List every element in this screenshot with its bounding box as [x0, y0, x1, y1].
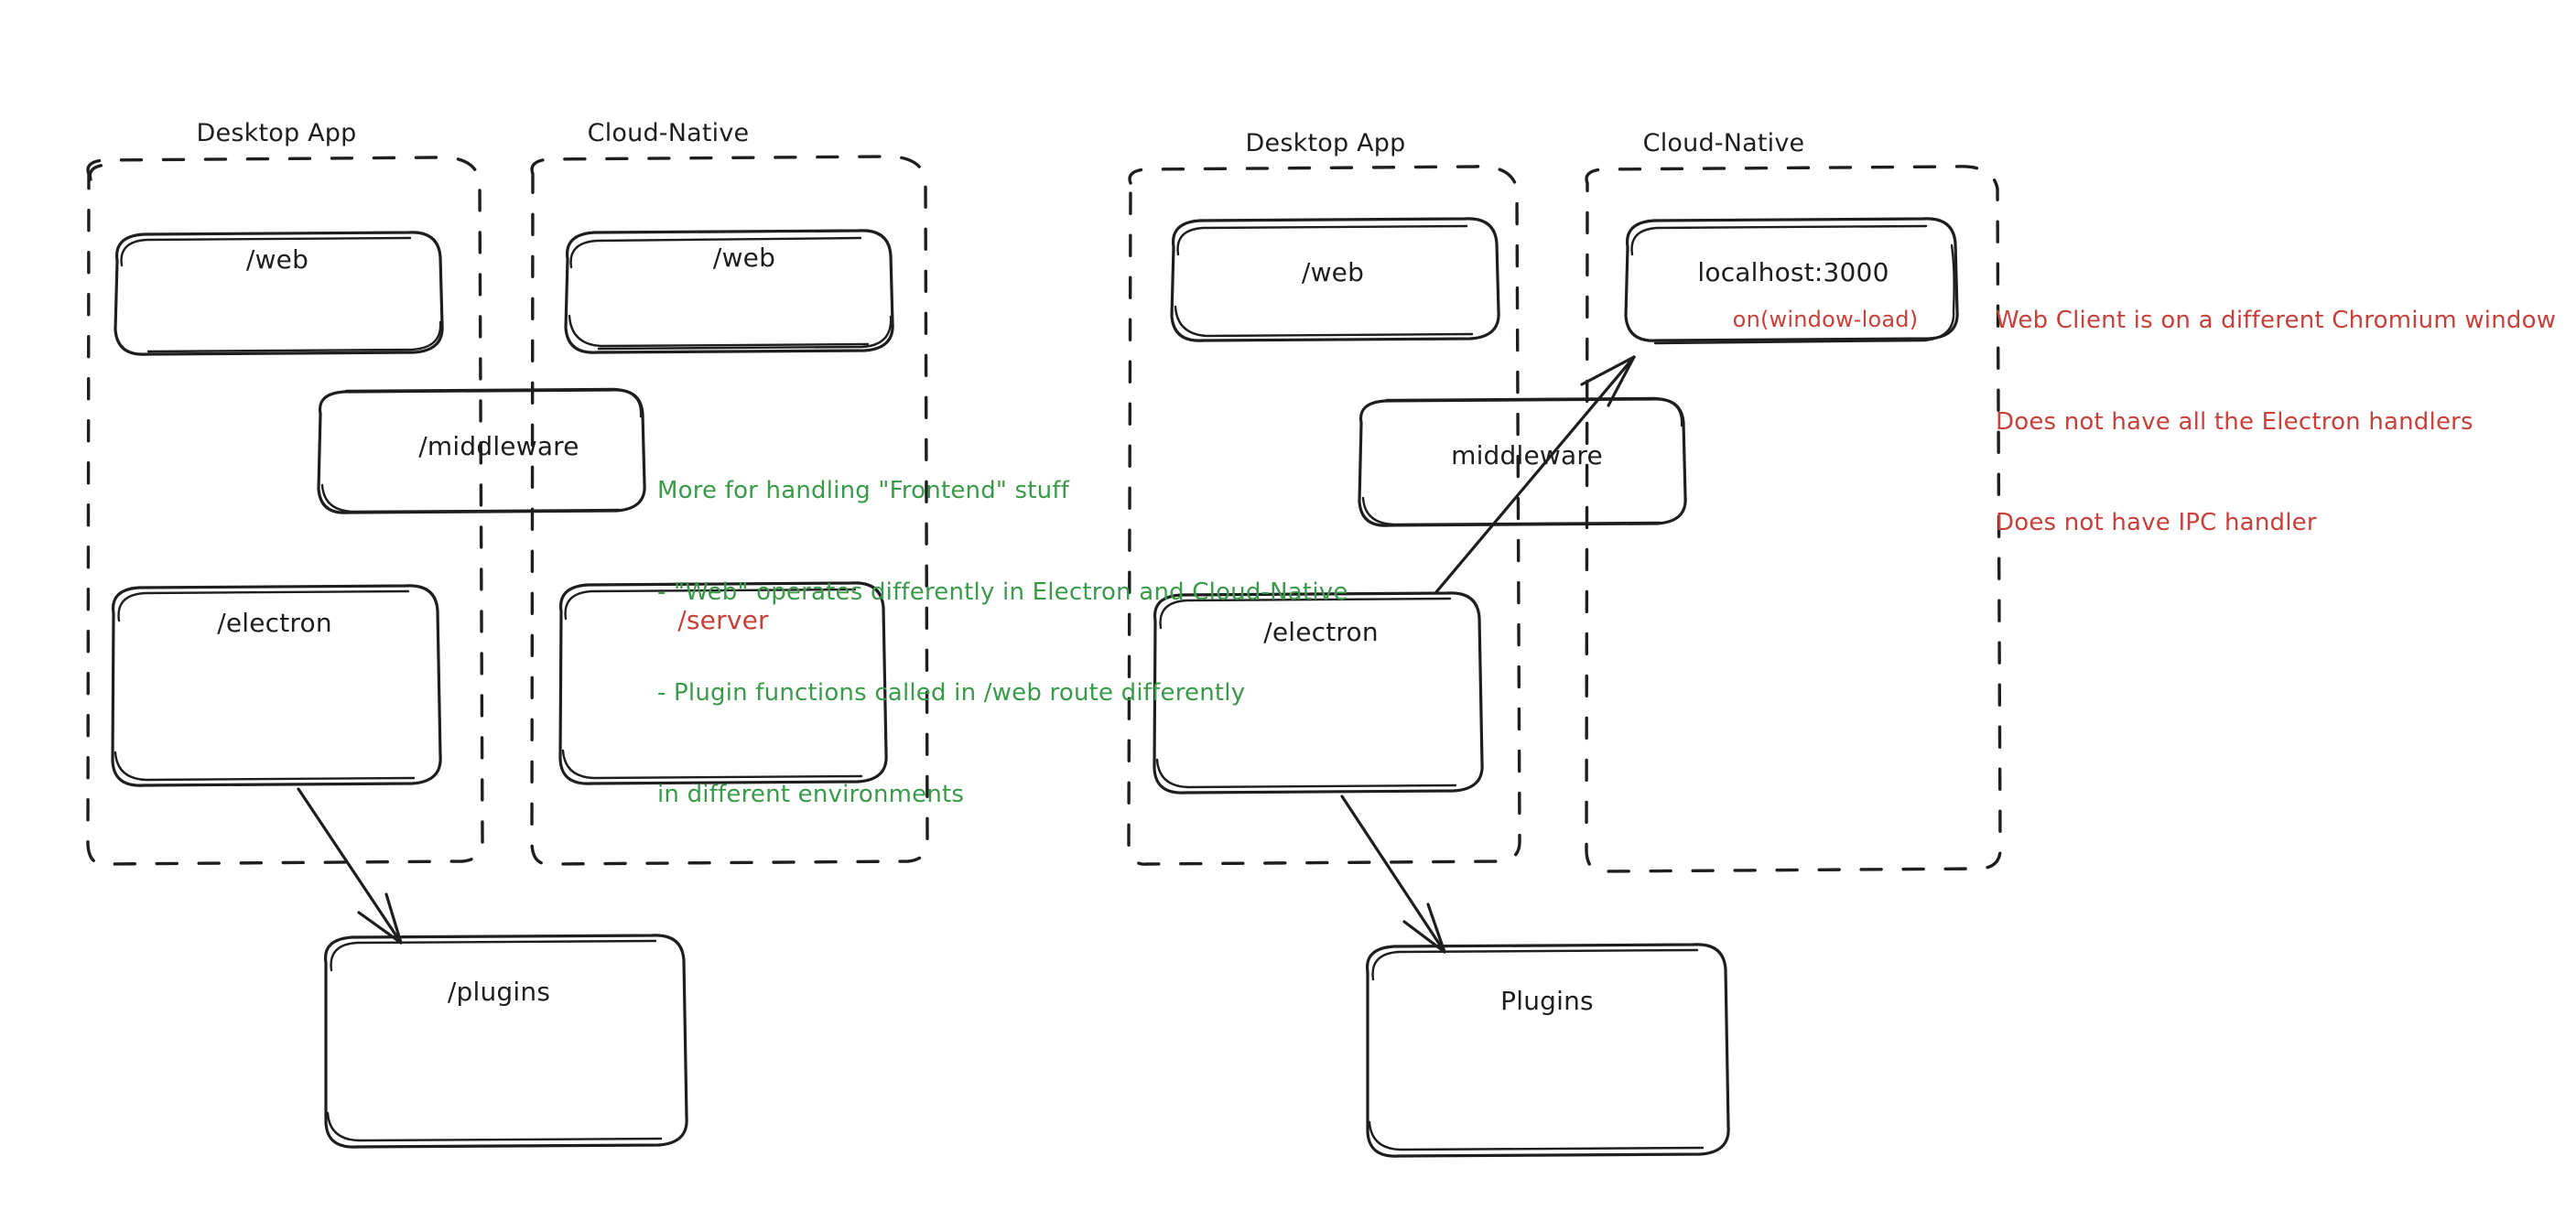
group-title-left-desktop-app: Desktop App: [196, 119, 357, 147]
node-label-right-middleware: middleware: [1451, 440, 1603, 470]
node-label-right-plugins: Plugins: [1500, 986, 1594, 1016]
group-title-right-cloud-native: Cloud-Native: [1642, 129, 1805, 157]
arrow-left-electron-to-plugins: [297, 787, 403, 945]
annotation-left-green-line-4: in different environments: [657, 780, 965, 808]
annotation-right-red-line-3: Does not have IPC handler: [1996, 509, 2317, 537]
node-right-plugins-border: [1365, 943, 1730, 1158]
node-label-right-localhost: localhost:3000: [1697, 257, 1889, 287]
annotation-right-red-line-2: Does not have all the Electron handlers: [1996, 407, 2473, 436]
node-label-left-server: /server: [677, 605, 769, 635]
node-label-left-plugins: /plugins: [447, 977, 551, 1007]
node-sublabel-right-localhost-on-window-load: on(window-load): [1732, 307, 1919, 332]
arrow-right-electron-to-localhost: [1434, 355, 1636, 595]
node-label-right-desktop-web: /web: [1301, 257, 1365, 287]
arrow-right-electron-to-plugins: [1340, 794, 1446, 954]
group-title-left-cloud-native: Cloud-Native: [587, 119, 750, 147]
node-label-left-desktop-web: /web: [245, 244, 309, 275]
annotation-left-green-line-2: - "Web" operates differently in Electron…: [657, 578, 1348, 606]
group-title-right-desktop-app: Desktop App: [1245, 129, 1406, 157]
node-label-right-electron: /electron: [1263, 617, 1379, 647]
annotation-left-green: More for handling "Frontend" stuff - "We…: [657, 406, 1348, 880]
annotation-left-green-line-1: More for handling "Frontend" stuff: [657, 476, 1070, 504]
node-label-left-cloud-web: /web: [712, 243, 776, 273]
annotation-left-green-line-3: - Plugin functions called in /web route …: [657, 679, 1246, 708]
annotation-right-red: Web Client is on a different Chromium wi…: [1996, 236, 2556, 608]
node-left-plugins-border: [323, 934, 688, 1149]
node-label-left-electron: /electron: [217, 608, 332, 638]
annotation-right-red-line-1: Web Client is on a different Chromium wi…: [1996, 306, 2557, 334]
node-label-left-middleware: /middleware: [418, 431, 579, 461]
